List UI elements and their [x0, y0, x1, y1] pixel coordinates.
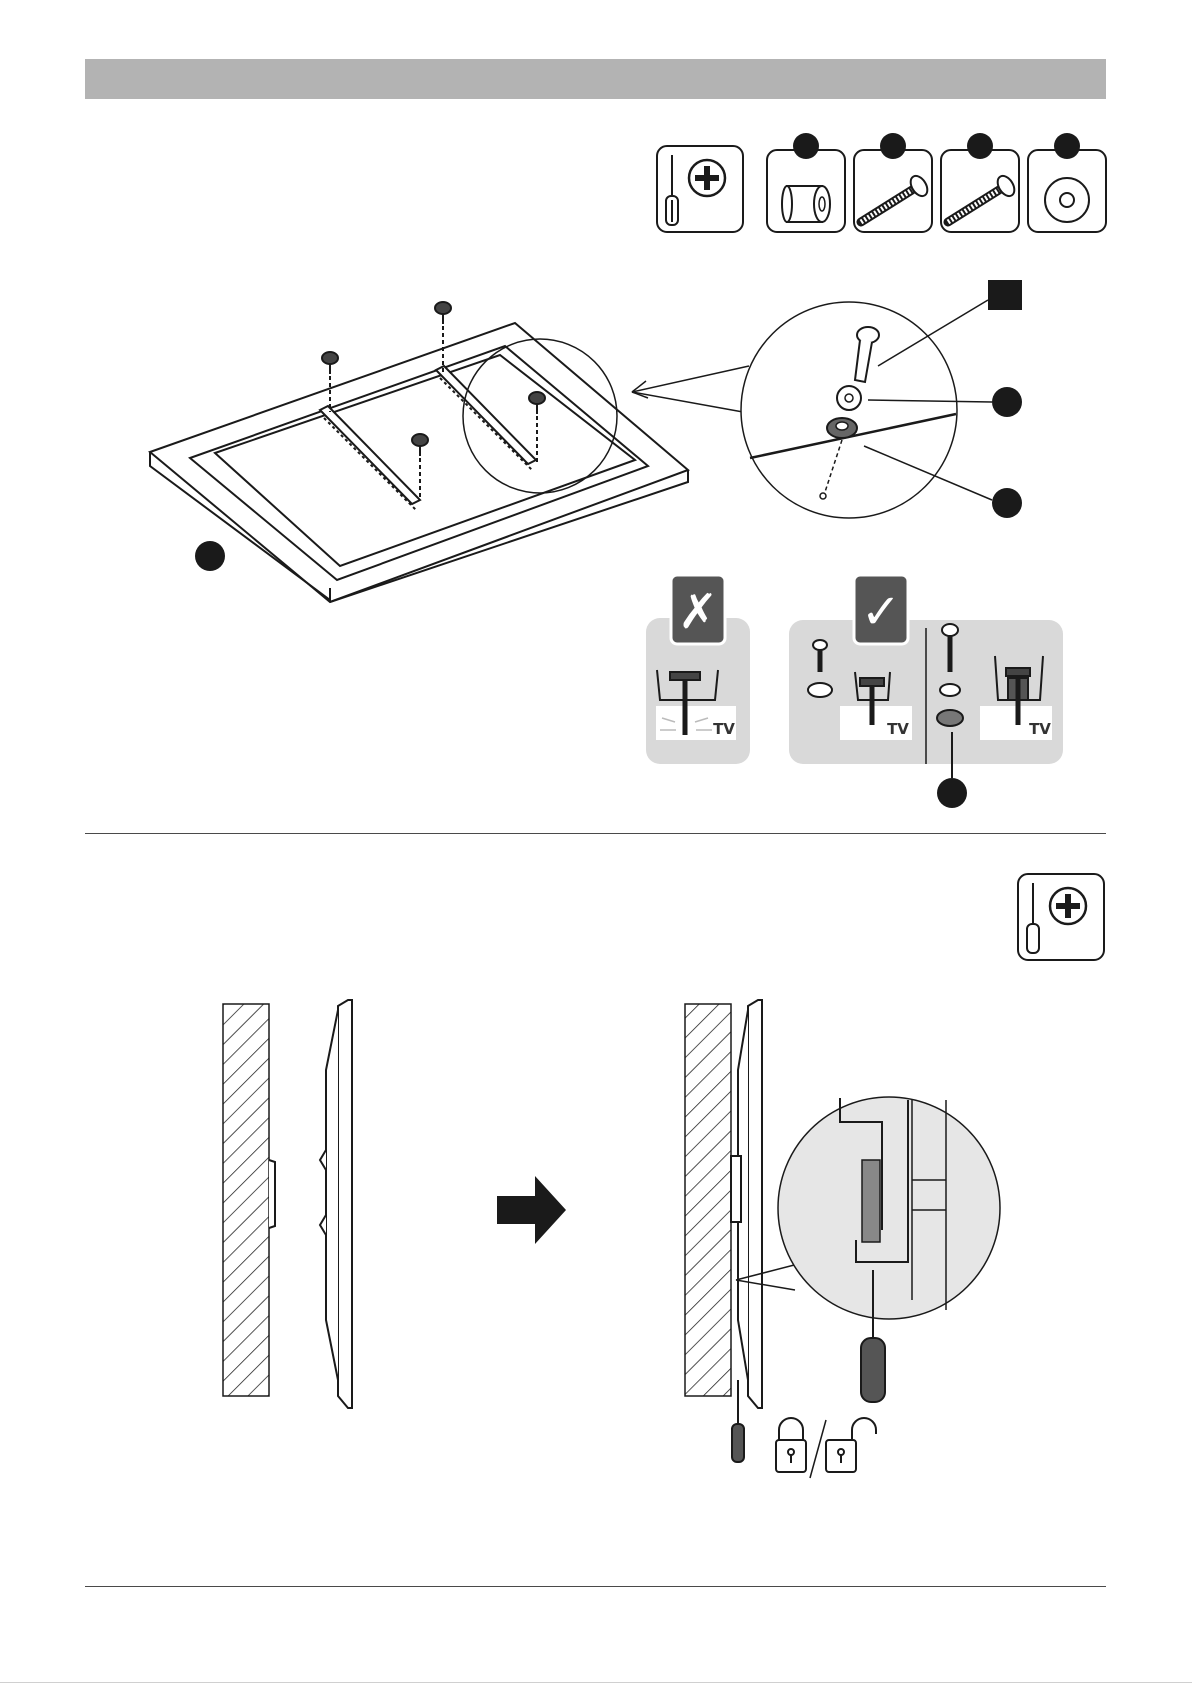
- correct-method-panel: ✓ TV TV: [789, 575, 1063, 778]
- part-medium-bolt-box: [941, 133, 1019, 232]
- spacer-icon: [782, 186, 830, 222]
- bracket-detail-magnifier: [736, 1097, 1000, 1319]
- cross-mark-icon: ✗: [678, 584, 718, 640]
- part-long-bolt-box: [854, 133, 932, 232]
- tv-side-before: [320, 1000, 352, 1408]
- screwdriver-small-icon: [732, 1380, 744, 1462]
- page-edge-line: [0, 1682, 1192, 1683]
- callout-dot-spacer-panel: [937, 778, 967, 808]
- part-washer-box: [1028, 133, 1106, 232]
- washer-icon: [1045, 178, 1089, 222]
- callout-dot-washer: [992, 387, 1022, 417]
- zoom-callout: [632, 300, 992, 518]
- footer-divider: [85, 1586, 1106, 1587]
- wrong-method-panel: ✗ TV: [646, 575, 750, 764]
- phillips-head-icon: [1050, 888, 1086, 924]
- tv-label-right-a: TV: [887, 720, 909, 738]
- part-spacer-box: [767, 133, 845, 232]
- callout-square: [988, 280, 1022, 310]
- unlock-icon: [826, 1418, 876, 1472]
- callout-dot-spacer: [992, 488, 1022, 518]
- wall-before: [223, 1004, 269, 1396]
- tv-side-after: [731, 1000, 762, 1408]
- lock-icon: [776, 1418, 806, 1472]
- tv-label-right-b: TV: [1029, 720, 1051, 738]
- tv-label-wrong: TV: [713, 720, 735, 738]
- section-divider: [85, 833, 1106, 834]
- tv-back-panel: [150, 323, 688, 602]
- phillips-head-icon: [689, 160, 725, 196]
- tv-callout-dot: [195, 541, 225, 571]
- wall-bracket-before: [269, 1160, 275, 1228]
- screwdriver-tool-box-step2: [1018, 874, 1104, 960]
- next-step-arrow-icon: [497, 1176, 566, 1244]
- wall-after: [685, 1004, 731, 1396]
- lock-divider: [810, 1420, 826, 1478]
- screwdriver-tool-box: [657, 146, 743, 232]
- check-mark-icon: ✓: [861, 584, 901, 640]
